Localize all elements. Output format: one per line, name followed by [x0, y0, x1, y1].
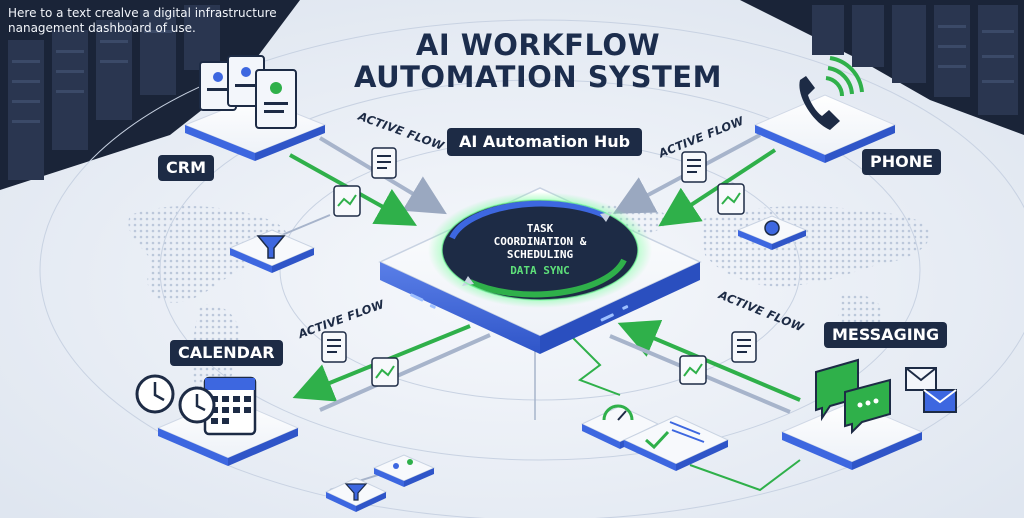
- hub-label[interactable]: AI Automation Hub: [447, 128, 643, 156]
- chart-icon: [375, 365, 395, 379]
- phone-platform[interactable]: [753, 56, 897, 163]
- chart-icon: [337, 194, 357, 207]
- sync-ring-blue: [449, 200, 608, 240]
- caption-text: Here to a text crealve a digital infrast…: [8, 6, 277, 35]
- messaging-platform[interactable]: [780, 358, 957, 470]
- hub-task-text: TASK: [526, 222, 554, 235]
- filter-icon: [344, 483, 368, 501]
- doc-card[interactable]: [731, 331, 757, 363]
- chart-icon: [721, 192, 741, 205]
- calendar-label[interactable]: CALENDAR: [170, 340, 283, 366]
- phone-card[interactable]: [736, 215, 808, 250]
- filter-card[interactable]: [324, 477, 388, 512]
- calendar-platform[interactable]: [135, 374, 300, 466]
- messaging-label[interactable]: MESSAGING: [824, 322, 948, 348]
- sync-ring-green: [468, 258, 627, 298]
- clock-icon: [178, 386, 216, 424]
- phone-label[interactable]: PHONE: [862, 149, 942, 175]
- calendar-icon: [203, 376, 257, 436]
- doc-card[interactable]: [681, 151, 707, 183]
- chart-card[interactable]: [717, 183, 745, 215]
- document-stack-icon: [199, 55, 297, 129]
- doc-card[interactable]: [371, 147, 397, 179]
- crm-platform[interactable]: [183, 55, 327, 161]
- chart-card[interactable]: [679, 355, 707, 385]
- crm-label[interactable]: CRM: [158, 155, 214, 181]
- hub-ring: [442, 200, 638, 300]
- automation-hub[interactable]: [378, 187, 702, 354]
- phone-icon: [799, 56, 864, 130]
- filter-card[interactable]: [228, 229, 316, 273]
- server-rack-icon: [740, 0, 1024, 135]
- workflow-card[interactable]: [372, 454, 436, 487]
- clock-icon: [135, 374, 175, 414]
- checklist-icon: [645, 421, 705, 450]
- hub-scheduling-text: SCHEDULING: [506, 248, 574, 261]
- page-title: AI WORKFLOW: [415, 28, 661, 62]
- hub-data-sync-text: DATA SYNC: [510, 264, 570, 277]
- hub-coordination-text: COORDINATION &: [493, 235, 587, 248]
- chart-card[interactable]: [333, 185, 361, 217]
- chat-bubbles-icon: [815, 358, 891, 435]
- doc-card[interactable]: [321, 331, 347, 363]
- filter-icon: [256, 235, 286, 259]
- chart-card[interactable]: [371, 357, 399, 387]
- checklist-card[interactable]: [622, 415, 730, 471]
- server-rack-icon: [0, 0, 300, 190]
- chart-icon: [683, 363, 703, 377]
- gauge-icon: [602, 404, 634, 421]
- envelope-icon: [905, 367, 957, 413]
- page-subtitle: AUTOMATION SYSTEM: [354, 60, 722, 94]
